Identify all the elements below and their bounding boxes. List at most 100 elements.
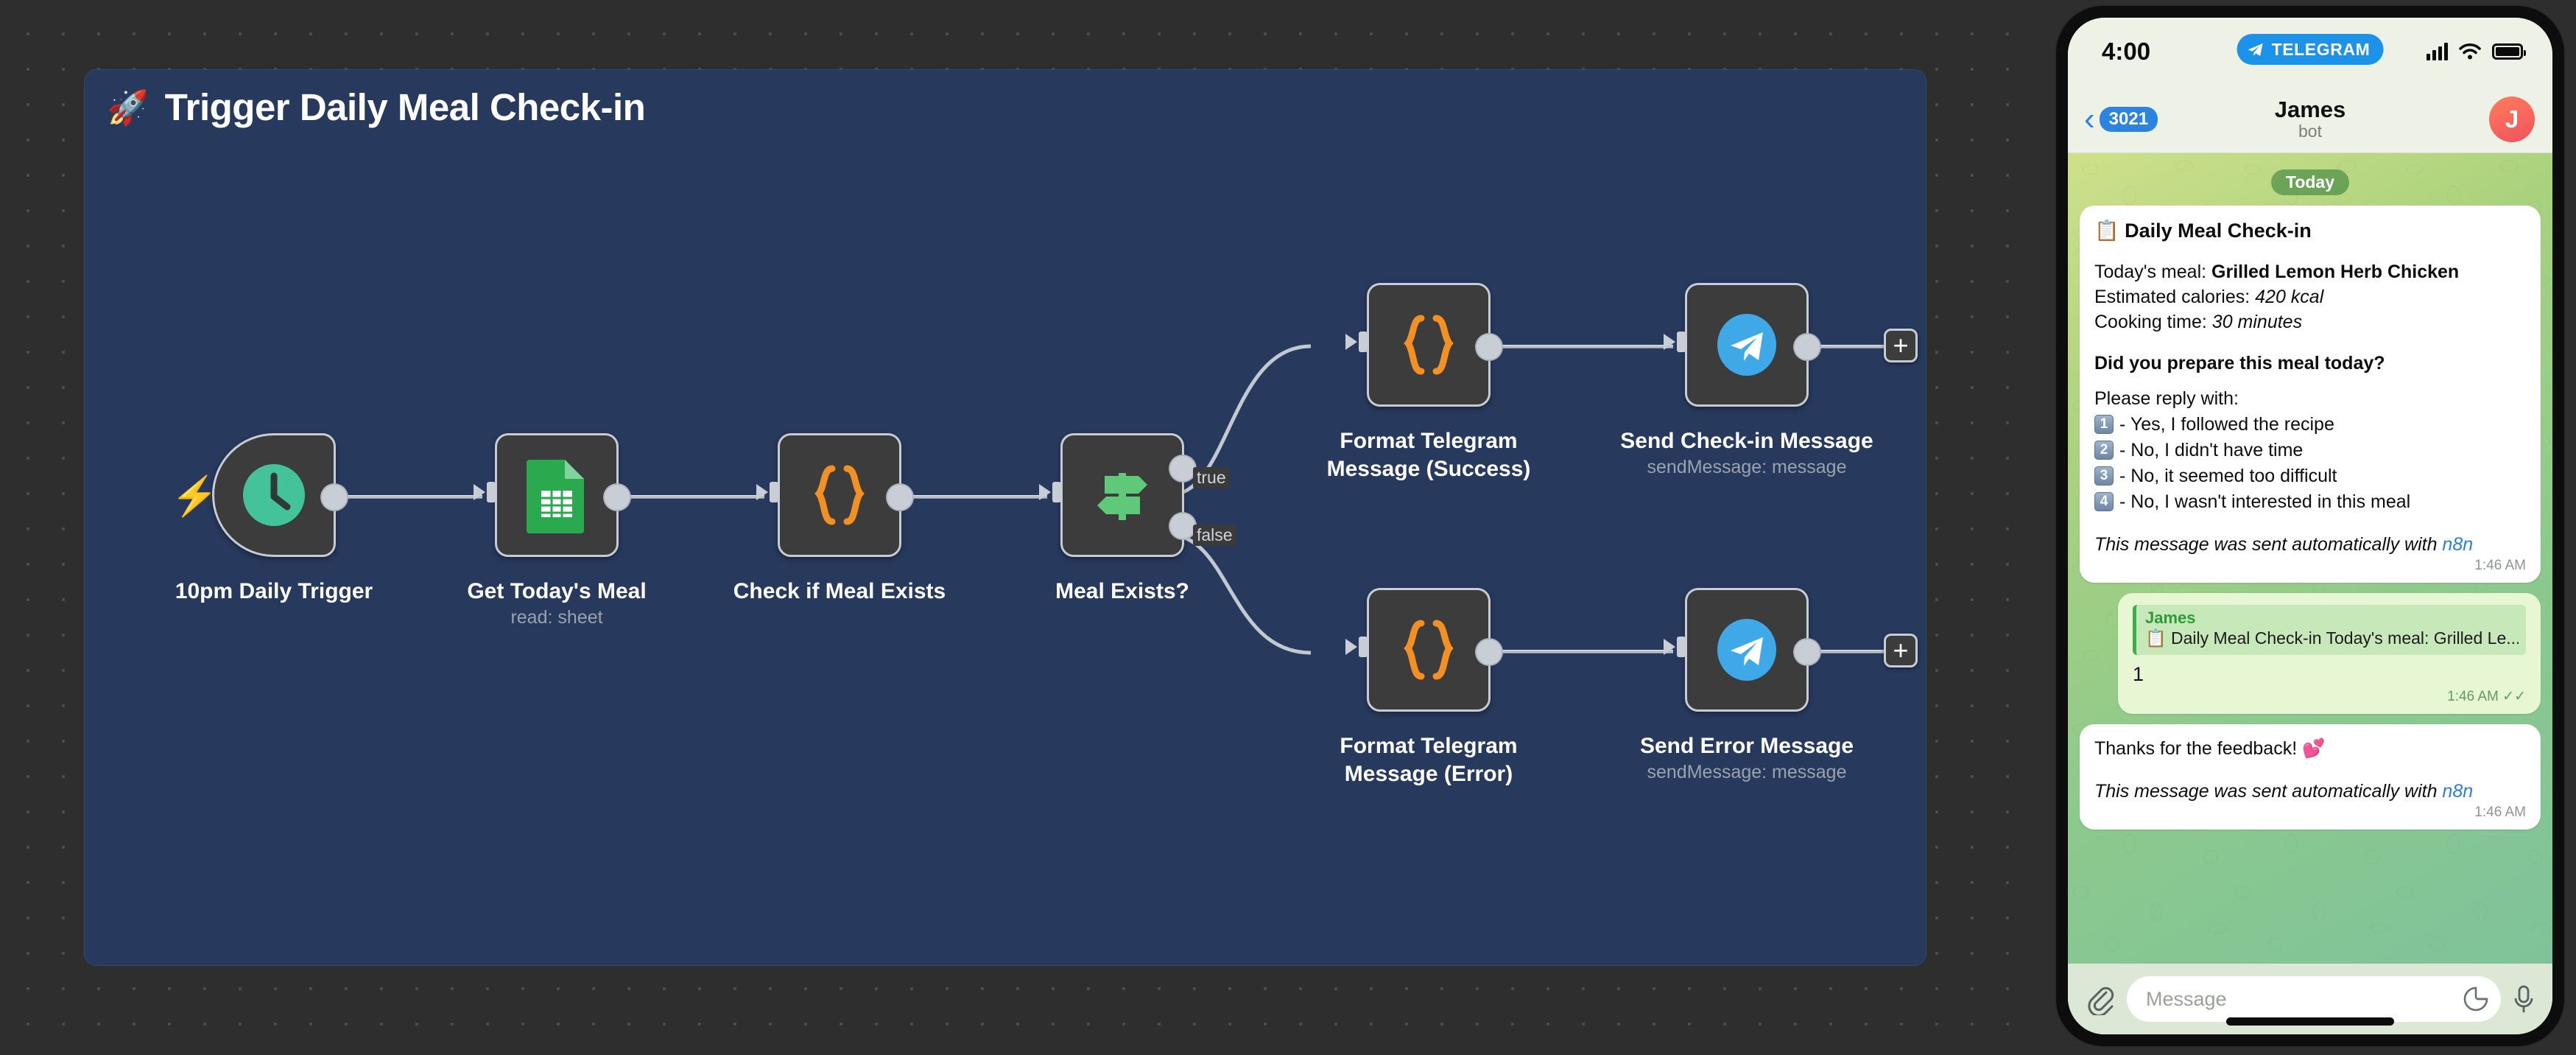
node-check-if-meal-exists[interactable]: Check if Meal Exists	[733, 433, 946, 603]
n8n-link[interactable]: n8n	[2442, 533, 2474, 555]
keycap-3-icon: 3	[2094, 466, 2114, 486]
avatar[interactable]: J	[2489, 96, 2535, 142]
node-subtitle: sendMessage: message	[1647, 762, 1847, 782]
thanks-line: Thanks for the feedback! 💕	[2094, 736, 2526, 761]
read-receipt-icon: ✓✓	[2502, 688, 2526, 704]
message-timestamp: 1:46 AM	[2474, 804, 2526, 820]
output-port[interactable]	[1795, 334, 1820, 360]
wire-senderror-to-add	[1819, 650, 1884, 653]
add-node-button-error[interactable]: +	[1884, 634, 1918, 667]
message-bubble-incoming-checkin[interactable]: 📋 Daily Meal Check-in Today's meal: Gril…	[2080, 206, 2541, 583]
keycap-2-icon: 2	[2094, 440, 2114, 460]
output-port-true[interactable]	[1170, 456, 1195, 481]
workflow-canvas[interactable]: 🚀 Trigger Daily Meal Check-in ⚡	[0, 0, 2033, 1055]
rocket-icon: 🚀	[107, 88, 149, 127]
keycap-1-icon: 1	[2094, 414, 2114, 434]
message-bubble-outgoing-reply[interactable]: James 📋 Daily Meal Check-in Today's meal…	[2118, 592, 2541, 714]
reply-quote-author: James	[2145, 608, 2196, 627]
reply-quote-preview: Daily Meal Check-in Today's meal: Grille…	[2171, 628, 2519, 648]
reply-option-2: 2 - No, I didn't have time	[2094, 438, 2526, 463]
output-port[interactable]	[887, 485, 912, 510]
chat-subtitle: bot	[2298, 121, 2322, 141]
branch-curves	[1169, 344, 1312, 655]
wifi-icon	[2459, 43, 2481, 60]
telegram-badge-label: TELEGRAM	[2271, 39, 2371, 59]
reply-quote[interactable]: James 📋 Daily Meal Check-in Today's meal…	[2133, 604, 2526, 656]
cooktime-label: Cooking time:	[2094, 311, 2212, 332]
meal-line: Today's meal: Grilled Lemon Herb Chicken	[2094, 259, 2526, 284]
node-get-todays-meal[interactable]: Get Today's Meal read: sheet	[467, 433, 647, 628]
reply-option-1: 1 - Yes, I followed the recipe	[2094, 412, 2526, 437]
input-port[interactable]	[1344, 328, 1373, 357]
reply-option-text: - No, I wasn't interested in this meal	[2119, 491, 2411, 512]
sticker-icon[interactable]	[2463, 986, 2489, 1012]
telegram-app-badge: TELEGRAM	[2237, 34, 2384, 65]
input-port[interactable]	[472, 478, 502, 508]
wire-trigger-to-getmeal	[335, 495, 482, 499]
branch-label-false: false	[1193, 525, 1236, 546]
phone-screen: 4:00 TELEGRAM	[2068, 18, 2552, 1034]
trigger-bolt-icon: ⚡	[171, 475, 219, 518]
output-port[interactable]	[1795, 639, 1820, 665]
node-label: Check if Meal Exists	[733, 579, 946, 603]
chat-title[interactable]: James bot	[2275, 97, 2346, 141]
wire-fmterror-to-senderror	[1489, 650, 1673, 653]
reply-intro: Please reply with:	[2094, 388, 2239, 409]
output-port[interactable]	[322, 485, 347, 510]
message-title-text: Daily Meal Check-in	[2125, 220, 2312, 242]
automation-note-text: This message was sent automatically with	[2094, 780, 2438, 802]
input-port[interactable]	[1344, 633, 1373, 662]
automation-note: This message was sent automatically with…	[2094, 532, 2526, 557]
message-title: 📋 Daily Meal Check-in	[2094, 217, 2526, 245]
meal-label: Today's meal:	[2094, 261, 2212, 282]
message-bubble-incoming-thanks[interactable]: Thanks for the feedback! 💕 This message …	[2080, 723, 2541, 830]
node-trigger[interactable]: 10pm Daily Trigger	[175, 433, 373, 603]
chat-message-list[interactable]: Today 📋 Daily Meal Check-in Today's meal…	[2068, 153, 2552, 964]
status-time: 4:00	[2102, 38, 2151, 65]
input-port[interactable]	[755, 478, 784, 508]
automation-note-text: This message was sent automatically with	[2094, 533, 2438, 555]
outgoing-message-text: 1	[2133, 663, 2144, 686]
node-label: 10pm Daily Trigger	[175, 579, 373, 603]
wire-sendcheckin-to-add	[1819, 345, 1884, 348]
cooktime-line: Cooking time: 30 minutes	[2094, 309, 2526, 334]
n8n-link[interactable]: n8n	[2442, 780, 2474, 802]
output-port[interactable]	[1477, 639, 1502, 665]
chevron-left-icon: ‹	[2084, 100, 2095, 137]
input-port[interactable]	[1662, 633, 1692, 662]
chat-header: ‹ 3021 James bot J	[2068, 85, 2552, 153]
paperclip-icon[interactable]	[2084, 983, 2116, 1015]
node-meal-exists-switch[interactable]: Meal Exists?	[1039, 433, 1195, 603]
chat-name: James	[2274, 96, 2346, 122]
workflow-panel	[85, 70, 1926, 965]
node-label: Format Telegram Message (Error)	[1340, 734, 1518, 786]
clipboard-icon: 📋	[2145, 628, 2167, 648]
code-braces-icon	[1404, 620, 1454, 680]
node-send-error-message[interactable]: Send Error Message sendMessage: message	[1640, 588, 1854, 782]
reply-option-text: - Yes, I followed the recipe	[2119, 413, 2334, 435]
node-send-checkin-message[interactable]: Send Check-in Message sendMessage: messa…	[1620, 283, 1873, 477]
output-port[interactable]	[605, 485, 630, 510]
hearts-icon: 💕	[2302, 737, 2326, 759]
microphone-icon[interactable]	[2511, 983, 2536, 1015]
wire-fmtsuccess-to-sendcheckin	[1489, 345, 1673, 348]
add-node-button-success[interactable]: +	[1884, 329, 1918, 362]
reply-quote-text: 📋 Daily Meal Check-in Today's meal: Gril…	[2145, 627, 2519, 650]
node-format-telegram-error[interactable]: Format Telegram Message (Error)	[1340, 588, 1518, 786]
output-port-false[interactable]	[1170, 514, 1195, 539]
home-indicator	[2226, 1017, 2394, 1026]
phone-mockup: 4:00 TELEGRAM	[2056, 6, 2564, 1046]
day-separator: Today	[2270, 169, 2350, 195]
status-bar: 4:00 TELEGRAM	[2068, 18, 2552, 85]
reply-option-4: 4 - No, I wasn't interested in this meal	[2094, 489, 2526, 514]
node-label: Get Today's Meal	[467, 579, 647, 603]
telegram-plane-icon	[2248, 43, 2263, 56]
message-input[interactable]: Message	[2127, 976, 2501, 1022]
output-port[interactable]	[1477, 334, 1502, 360]
message-input-placeholder: Message	[2146, 987, 2227, 1010]
input-port[interactable]	[1038, 478, 1067, 508]
node-format-telegram-success[interactable]: Format Telegram Message (Success)	[1327, 283, 1530, 481]
message-question: Did you prepare this meal today?	[2094, 352, 2385, 374]
back-button[interactable]: ‹ 3021	[2084, 100, 2158, 137]
input-port[interactable]	[1662, 328, 1692, 357]
